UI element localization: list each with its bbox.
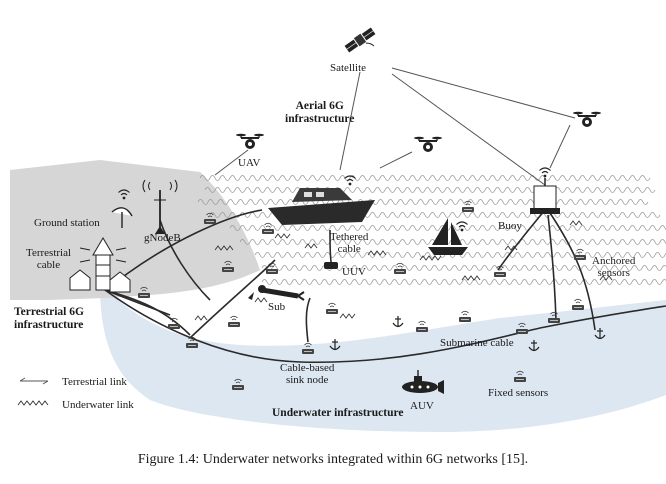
anchor-icon	[392, 315, 404, 328]
drone-icon	[413, 136, 443, 153]
sensor-icon	[325, 302, 339, 315]
uuv-icon	[324, 262, 338, 269]
legend-underwater-link-label: Underwater link	[62, 399, 134, 411]
satellite-label: Satellite	[330, 62, 367, 74]
houses-icon	[69, 269, 131, 293]
boat-icon	[268, 175, 375, 225]
sensor-icon	[458, 310, 472, 323]
terrestrial-links	[214, 67, 576, 186]
lighthouse-icon	[79, 237, 127, 291]
anchored-sensors-label: Anchored sensors	[592, 255, 636, 279]
underwater-infrastructure-label: Underwater infrastructure	[272, 407, 404, 419]
ground-station-icon	[111, 189, 133, 228]
cable-based-sink-node-label: Cable-based sink node	[280, 362, 335, 386]
auv-label: AUV	[410, 400, 434, 412]
terrestrial-infrastructure-label: Terrestrial 6G infrastructure	[14, 306, 84, 331]
uav-label: UAV	[238, 157, 261, 169]
buoy-icon	[530, 167, 560, 214]
uuv-label: UUV	[342, 266, 366, 278]
sensor-icon	[571, 298, 585, 311]
network-diagram	[10, 27, 666, 432]
aerial-infrastructure-label: Aerial 6G infrastructure	[285, 100, 355, 125]
sensor-icon	[261, 222, 275, 235]
auv-icon	[402, 370, 444, 394]
fixed-sensors-label: Fixed sensors	[488, 387, 549, 399]
gnodeb-label: gNodeB	[144, 232, 181, 244]
buoy-label: Buoy	[498, 220, 522, 232]
land-region	[10, 160, 260, 300]
sub-label: Sub	[268, 301, 286, 313]
legend-underwater-link-icon	[17, 400, 49, 406]
diver-icon	[248, 285, 305, 301]
underwater-links	[194, 220, 613, 321]
sailboat-icon	[428, 218, 469, 255]
legend-terrestrial-link-label: Terrestrial link	[62, 376, 127, 388]
sensor-icon	[227, 315, 241, 328]
sensor-icon	[415, 320, 429, 333]
sensor-icon	[393, 262, 407, 275]
gnodeb-icon	[142, 179, 178, 234]
tethered-cable-label: Tethered cable	[330, 231, 369, 255]
satellite-icon	[344, 27, 376, 53]
terrestrial-cable-label: Terrestrial cable	[26, 247, 72, 271]
legend-terrestrial-link-icon	[19, 377, 49, 385]
figure-caption: Figure 1.4: Underwater networks integrat…	[137, 452, 529, 467]
drone-icon	[235, 133, 265, 150]
ground-station-label: Ground station	[34, 217, 100, 229]
submarine-cable-label: Submarine cable	[440, 337, 514, 349]
drone-icon	[572, 111, 602, 128]
